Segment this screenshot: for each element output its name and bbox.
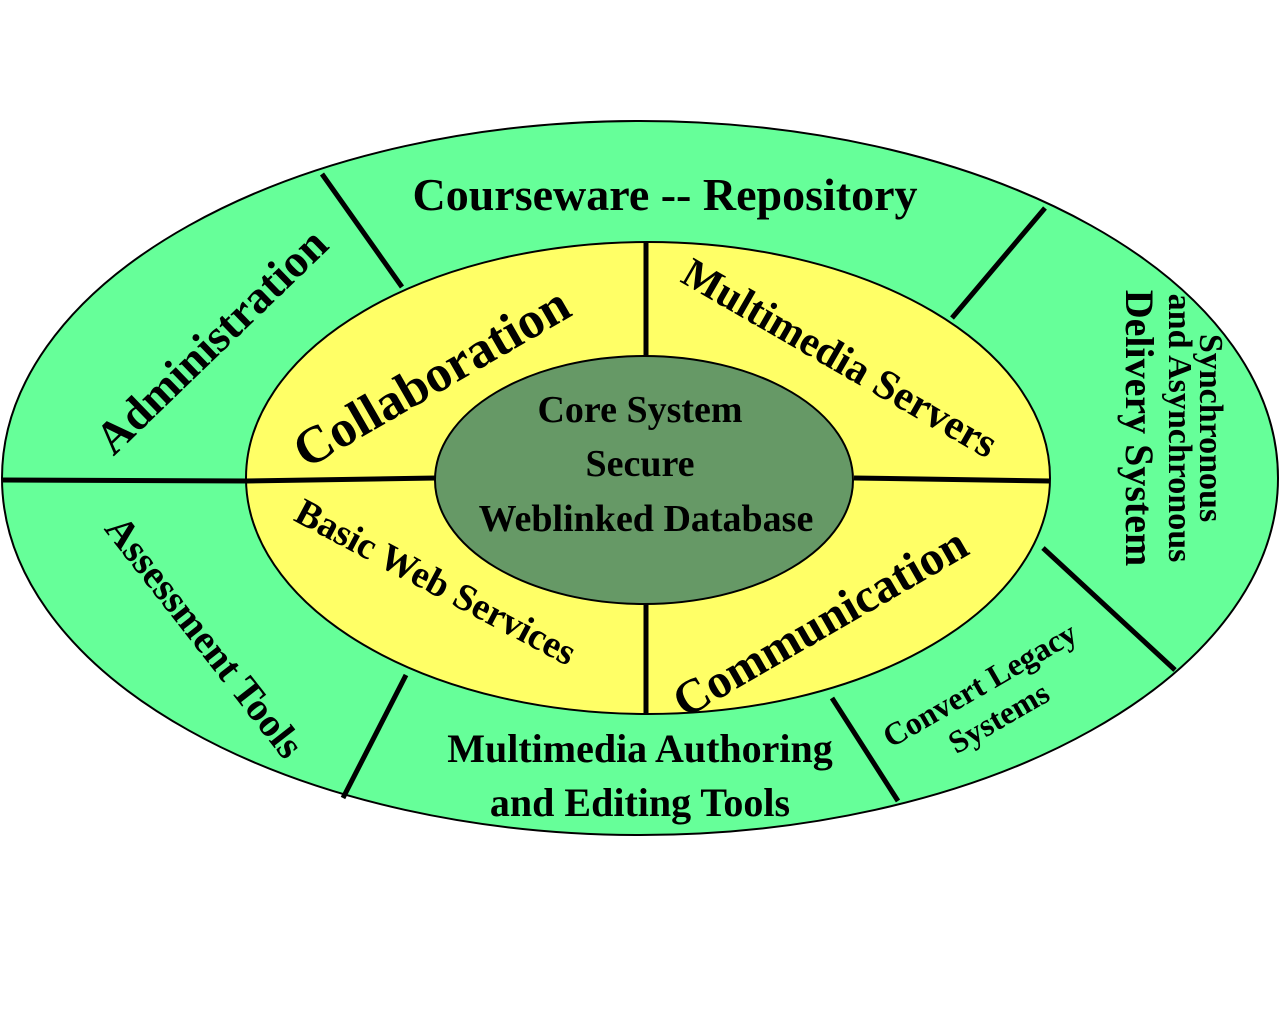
divider-admin-assessment (1, 477, 249, 484)
divider-courseware-admin (319, 172, 405, 289)
divider-multimedia-communication (853, 475, 1051, 484)
label-core-database: Weblinked Database (479, 498, 814, 540)
label-delivery-system: Synchronous and Asynchronous Delivery Sy… (1117, 290, 1229, 567)
label-core-system: Core System (537, 389, 742, 431)
outer-dividers (1, 172, 1177, 803)
label-delivery-line1: Synchronous (1192, 334, 1229, 522)
divider-courseware-delivery (950, 206, 1047, 320)
label-delivery-line2: and Asynchronous (1161, 294, 1198, 563)
divider-legacy-delivery (1041, 546, 1177, 672)
label-courseware-repository: Courseware -- Repository (412, 169, 917, 220)
label-authoring-tools: Multimedia Authoring and Editing Tools (447, 726, 833, 825)
divider-assessment-authoring (340, 673, 409, 800)
divider-collab-basicweb (245, 475, 437, 484)
label-authoring-line2: and Editing Tools (490, 780, 790, 825)
divider-authoring-legacy (829, 696, 901, 803)
label-delivery-line3: Delivery System (1117, 290, 1162, 567)
middle-dividers (245, 243, 1051, 714)
core-ellipse (434, 355, 854, 605)
label-authoring-line1: Multimedia Authoring (447, 726, 833, 771)
label-core-secure: Secure (585, 443, 694, 485)
